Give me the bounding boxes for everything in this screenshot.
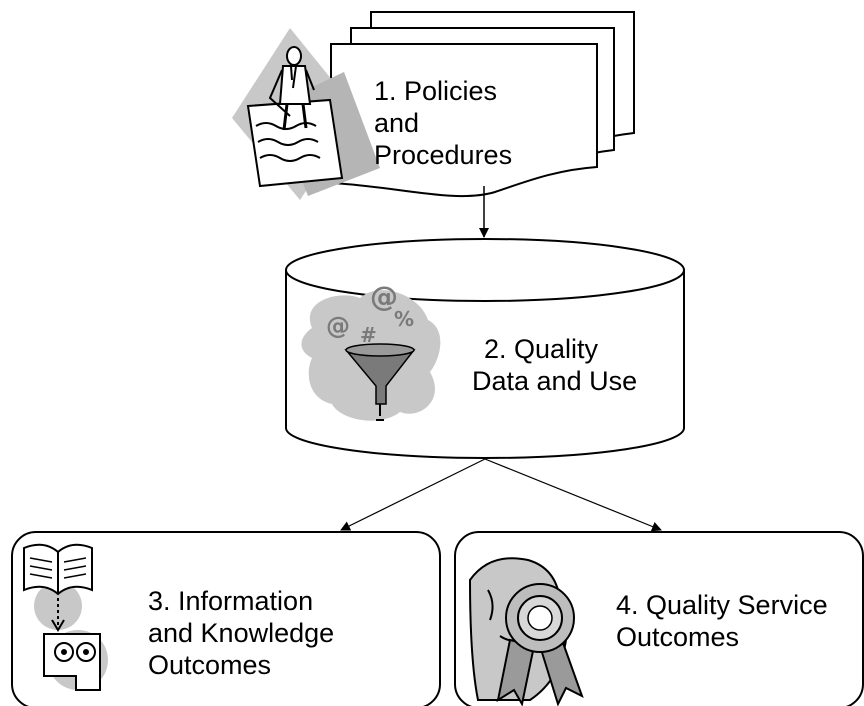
award-ribbon-icon: [468, 557, 584, 706]
data-funnel-icon: @ @ % #: [301, 280, 441, 421]
svg-text:@: @: [326, 312, 350, 340]
svg-text:#: #: [360, 323, 377, 347]
svg-text:4. Quality Service: 4. Quality Service: [616, 590, 828, 620]
quality-service-label: 4. Quality Service Outcomes: [616, 590, 828, 652]
policies-node: [330, 11, 635, 198]
svg-text:Outcomes: Outcomes: [616, 622, 739, 652]
svg-text:and: and: [374, 108, 419, 138]
arrow-data-to-information: [340, 458, 486, 531]
svg-text:3. Information: 3. Information: [148, 586, 313, 616]
svg-text:2. Quality: 2. Quality: [484, 334, 599, 364]
svg-text:@: @: [370, 280, 398, 313]
svg-text:Procedures: Procedures: [374, 140, 512, 170]
information-knowledge-label: 3. Information and Knowledge Outcomes: [148, 586, 334, 680]
svg-text:Outcomes: Outcomes: [148, 650, 271, 680]
svg-text:Data and Use: Data and Use: [472, 366, 637, 396]
book-and-idea-icon: [23, 543, 108, 691]
svg-text:%: %: [394, 307, 414, 331]
svg-text:1. Policies: 1. Policies: [374, 76, 497, 106]
quality-data-label: 2. Quality Data and Use: [472, 334, 637, 396]
policies-label: 1. Policies and Procedures: [374, 76, 512, 170]
arrow-data-to-service: [484, 458, 662, 532]
information-knowledge-box: [11, 531, 441, 706]
svg-text:and Knowledge: and Knowledge: [148, 618, 334, 648]
policies-front-page: [330, 43, 598, 198]
person-writing-icon: [232, 28, 380, 200]
